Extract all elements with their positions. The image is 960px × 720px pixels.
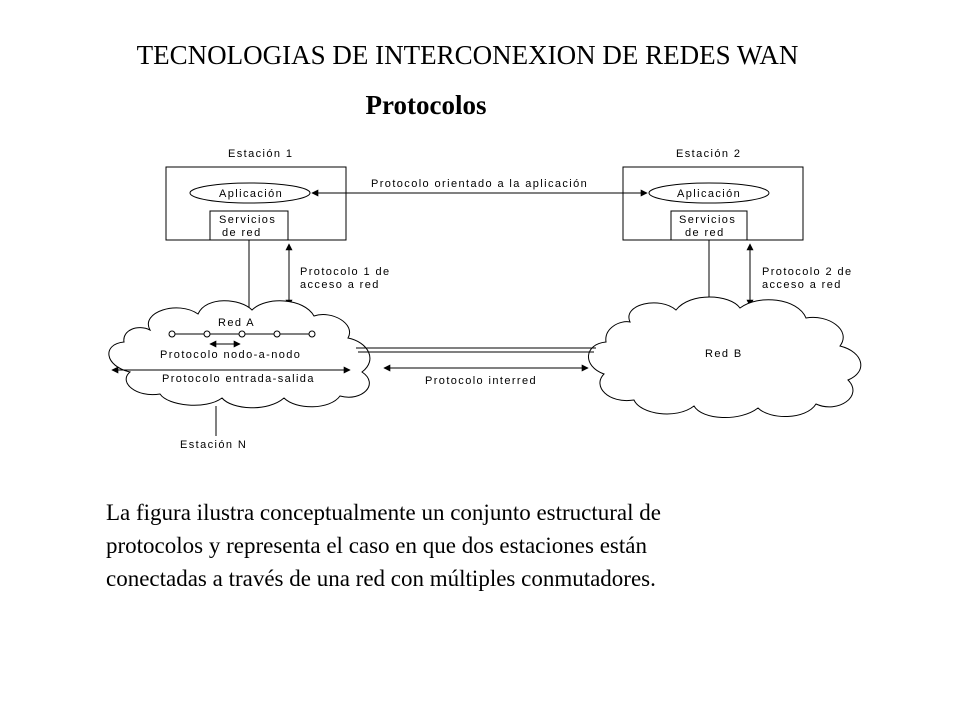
page-subtitle: Protocolos bbox=[365, 90, 487, 120]
station-1-app-ellipse bbox=[189, 182, 311, 204]
station-1-label: Estación 1 bbox=[228, 148, 293, 160]
access-1-label-line1: Protocolo 1 de bbox=[300, 266, 391, 278]
switch-node-1 bbox=[168, 330, 176, 338]
app-protocol-label: Protocolo orientado a la aplicación bbox=[371, 178, 588, 190]
network-a-label: Red A bbox=[218, 317, 255, 329]
description-line-1: La figura ilustra conceptualmente un con… bbox=[106, 500, 661, 525]
station-1: Estación 1 Aplicación Servicios de red bbox=[165, 148, 347, 241]
network-a-cloud: Red A Protocolo nodo-a-nodo Protocolo en… bbox=[108, 300, 371, 409]
station-2: Estación 2 Aplicación Servicios de red bbox=[622, 148, 804, 241]
access-2-label-line2: acceso a red bbox=[762, 279, 842, 291]
node-protocol-label: Protocolo nodo-a-nodo bbox=[160, 349, 301, 361]
access-1-label-line2: acceso a red bbox=[300, 279, 380, 291]
switch-node-5 bbox=[308, 330, 316, 338]
station-1-services-line2: de red bbox=[222, 227, 262, 239]
station-2-services-line2: de red bbox=[685, 227, 725, 239]
station-2-services-line1: Servicios bbox=[679, 214, 736, 226]
protocol-diagram: Estación 1 Aplicación Servicios de red E… bbox=[108, 148, 862, 451]
page-title: TECNOLOGIAS DE INTERCONEXION DE REDES WA… bbox=[136, 40, 799, 70]
station-2-label: Estación 2 bbox=[676, 148, 741, 160]
station-1-app-label: Aplicación bbox=[219, 188, 283, 200]
station-1-services-line1: Servicios bbox=[219, 214, 276, 226]
switch-node-4 bbox=[273, 330, 281, 338]
description-line-2: protocolos y representa el caso en que d… bbox=[106, 533, 647, 558]
description-line-3: conectadas a través de una red con múlti… bbox=[106, 566, 656, 591]
description: La figura ilustra conceptualmente un con… bbox=[106, 496, 866, 595]
station-n-label: Estación N bbox=[180, 439, 247, 451]
access-2-label-line1: Protocolo 2 de bbox=[762, 266, 853, 278]
station-2-app-ellipse bbox=[648, 182, 770, 204]
network-b-label: Red B bbox=[705, 348, 743, 360]
switch-node-2 bbox=[203, 330, 211, 338]
station-2-app-label: Aplicación bbox=[677, 188, 741, 200]
internet-protocol-label: Protocolo interred bbox=[425, 375, 537, 387]
network-b-cloud: Red B bbox=[588, 296, 862, 419]
io-protocol-label: Protocolo entrada-salida bbox=[162, 373, 315, 385]
switch-node-3 bbox=[238, 330, 246, 338]
